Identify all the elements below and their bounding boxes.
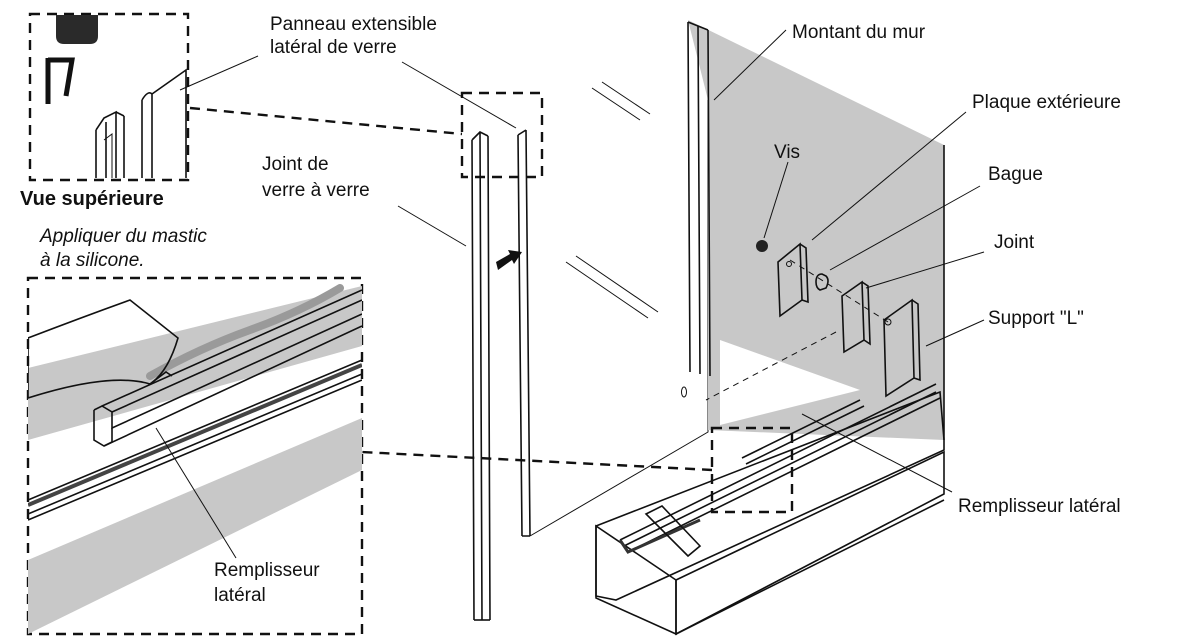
label-appliquer-line1: Appliquer du mastic bbox=[39, 226, 207, 247]
label-remplisseur-inset-line1: Remplisseur bbox=[214, 560, 320, 581]
leader-remplisseur-right bbox=[801, 413, 953, 493]
label-bague: Bague bbox=[988, 164, 1043, 185]
wall-cap-shape bbox=[56, 15, 98, 44]
leader-bague bbox=[829, 185, 981, 271]
silicone-cartridge bbox=[28, 299, 179, 399]
l-bracket-hole bbox=[884, 318, 892, 326]
outer-plate-side bbox=[799, 243, 809, 304]
hardware bbox=[705, 240, 921, 401]
label-vis: Vis bbox=[774, 142, 800, 163]
glass-hole bbox=[681, 386, 687, 398]
glass-panel-end bbox=[141, 68, 187, 178]
label-support: Support "L" bbox=[988, 308, 1084, 329]
label-joint-verre-line1: Joint de bbox=[262, 154, 329, 175]
inset-channel-top bbox=[101, 289, 362, 413]
glass-edge-left bbox=[471, 131, 491, 621]
curb-front bbox=[675, 450, 945, 636]
leader-remplisseur-inset bbox=[155, 427, 237, 559]
curb-detail-frame bbox=[710, 426, 794, 514]
leader-panneau-inset bbox=[179, 55, 259, 91]
text-labels: Panneau extensible latéral de verre Vue … bbox=[20, 14, 1121, 606]
plate-hole bbox=[786, 261, 792, 267]
label-appliquer-line2: à la silicone. bbox=[40, 250, 145, 271]
glass-panel-outline bbox=[529, 100, 709, 537]
inset-track-dark bbox=[28, 363, 362, 507]
glass-panel bbox=[460, 81, 709, 621]
cartridge-tip bbox=[149, 371, 173, 385]
top-view-inset bbox=[28, 12, 190, 182]
leader-plaque bbox=[811, 111, 967, 241]
glass-reflection-mid bbox=[565, 255, 659, 319]
connector-top bbox=[189, 106, 463, 136]
channel-profile bbox=[95, 110, 125, 178]
glass-reflection-top bbox=[591, 81, 651, 121]
leader-panneau-glass bbox=[401, 61, 517, 129]
inset-track-lines bbox=[28, 359, 362, 521]
wall-floor-gap bbox=[720, 340, 860, 425]
label-plaque: Plaque extérieure bbox=[972, 92, 1121, 113]
inset-wall-band bbox=[28, 286, 362, 440]
leader-joint-verre bbox=[397, 205, 467, 247]
leader-lines bbox=[155, 29, 985, 559]
curb-channel-end bbox=[618, 518, 701, 554]
inset-floor-band bbox=[28, 418, 362, 634]
alignment-guides bbox=[705, 259, 889, 401]
leader-vis bbox=[763, 161, 789, 239]
direction-arrow-icon bbox=[496, 250, 522, 270]
label-montant: Montant du mur bbox=[792, 22, 926, 43]
bushing bbox=[815, 273, 829, 291]
label-joint-verre-line2: verre à verre bbox=[262, 180, 370, 201]
leader-support bbox=[925, 319, 985, 347]
wall-face bbox=[688, 20, 944, 440]
curb-end bbox=[595, 524, 677, 636]
inset-channel-end bbox=[103, 428, 113, 447]
gasket-side bbox=[861, 281, 871, 346]
leader-montant bbox=[713, 29, 787, 101]
label-panneau-line1: Panneau extensible bbox=[270, 14, 437, 35]
channel-inner bbox=[103, 133, 113, 178]
tape-strip bbox=[644, 505, 702, 558]
label-joint: Joint bbox=[994, 232, 1035, 253]
connector-bottom bbox=[361, 450, 713, 472]
label-remplisseur-inset-line2: latéral bbox=[214, 585, 266, 606]
l-bracket-side bbox=[911, 299, 921, 382]
label-vue-superieure: Vue supérieure bbox=[20, 188, 164, 210]
silicone-inset bbox=[26, 276, 364, 636]
glass-edge-right bbox=[517, 129, 531, 537]
top-view-frame bbox=[28, 12, 190, 182]
label-remplisseur-right: Remplisseur latéral bbox=[958, 496, 1121, 517]
curb bbox=[595, 383, 945, 636]
curb-bottom-edge bbox=[675, 499, 945, 635]
screw-icon bbox=[756, 240, 768, 252]
side-filler-curb bbox=[741, 399, 865, 465]
bracket-symbol bbox=[45, 57, 75, 104]
leader-joint bbox=[865, 251, 985, 289]
wall bbox=[687, 20, 945, 440]
label-panneau-line2: latéral de verre bbox=[270, 37, 397, 58]
glass-top-detail-frame bbox=[460, 91, 544, 179]
wall-stud bbox=[687, 21, 711, 377]
silicone-bead bbox=[146, 284, 344, 380]
